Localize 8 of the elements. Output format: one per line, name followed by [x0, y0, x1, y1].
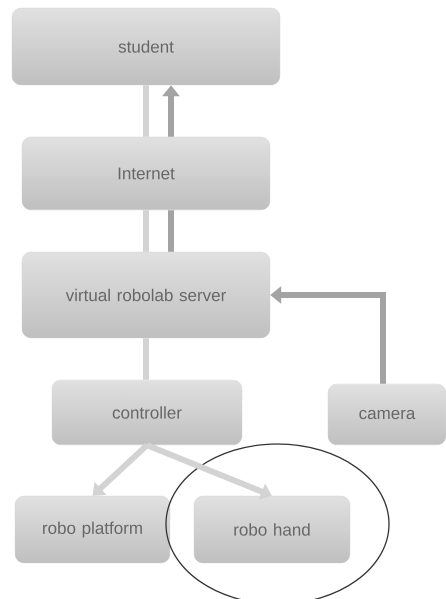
process-box: virtual robolab server — [22, 252, 270, 338]
process-box: robo hand — [194, 496, 350, 564]
process-box: camera — [328, 384, 446, 446]
process-box: Internet — [22, 136, 270, 210]
process-box: controller — [52, 380, 242, 446]
process-box: student — [12, 8, 280, 86]
process-box: robo platform — [14, 496, 170, 564]
arrow — [92, 443, 150, 496]
